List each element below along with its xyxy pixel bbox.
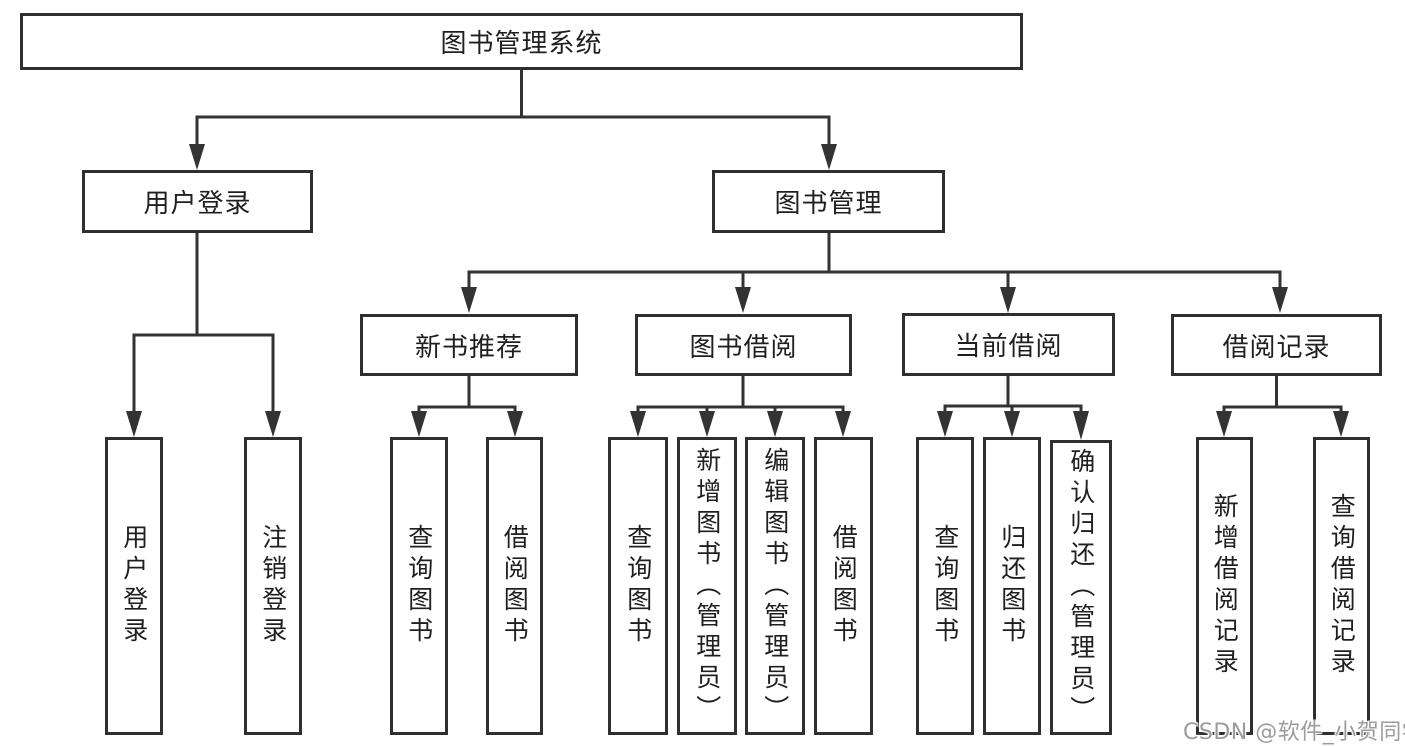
leaf-edit-book-admin-label: 编辑图书（管理员） <box>760 446 790 726</box>
connector-borrow-record-to-leaves <box>1216 376 1349 437</box>
leaf-logout-label: 注销登录 <box>258 524 288 648</box>
leaf-return-book-label: 归还图书 <box>997 524 1027 648</box>
leaf-borrow-book-newrec: 借阅图书 <box>486 437 543 735</box>
leaf-borrow-book-borrow-label: 借阅图书 <box>829 524 859 648</box>
node-book-borrow-label: 图书借阅 <box>689 332 798 363</box>
node-borrow-record: 借阅记录 <box>1171 314 1382 376</box>
leaf-query-borrow-record-label: 查询借阅记录 <box>1327 493 1357 679</box>
connector-book-mgmt-to-level3 <box>461 233 1288 313</box>
connector-new-book-rec-to-leaves <box>411 376 523 437</box>
connector-book-borrow-to-leaves <box>630 376 851 437</box>
node-new-book-rec-label: 新书推荐 <box>414 332 523 363</box>
connector-root-to-level2 <box>189 70 837 170</box>
leaf-query-book-current: 查询图书 <box>916 437 974 735</box>
leaf-borrow-book-newrec-label: 借阅图书 <box>500 524 530 648</box>
leaf-confirm-return-admin: 确认归还（管理员） <box>1050 440 1112 735</box>
leaf-add-book-admin-label: 新增图书（管理员） <box>692 446 722 726</box>
node-current-borrow: 当前借阅 <box>902 313 1115 376</box>
leaf-logout: 注销登录 <box>244 437 302 735</box>
node-new-book-rec: 新书推荐 <box>360 314 578 376</box>
node-borrow-record-label: 借阅记录 <box>1222 332 1331 363</box>
node-book-borrow: 图书借阅 <box>635 314 852 376</box>
node-book-mgmt-label: 图书管理 <box>774 189 883 219</box>
node-root: 图书管理系统 <box>20 13 1023 70</box>
connector-current-borrow-to-leaves <box>937 376 1089 440</box>
leaf-confirm-return-admin-label: 确认归还（管理员） <box>1066 448 1096 727</box>
node-user-login-label: 用户登录 <box>143 189 252 219</box>
node-current-borrow-label: 当前借阅 <box>954 332 1063 362</box>
connector-user-login-to-leaves <box>126 233 281 437</box>
leaf-add-borrow-record: 新增借阅记录 <box>1196 437 1253 735</box>
leaf-query-book-current-label: 查询图书 <box>930 524 960 648</box>
leaf-edit-book-admin: 编辑图书（管理员） <box>745 437 805 735</box>
leaf-query-book-borrow: 查询图书 <box>608 437 668 735</box>
node-user-login: 用户登录 <box>82 170 313 233</box>
leaf-add-book-admin: 新增图书（管理员） <box>677 437 737 735</box>
node-book-mgmt: 图书管理 <box>712 170 945 233</box>
leaf-user-login: 用户登录 <box>105 437 163 735</box>
leaf-user-login-label: 用户登录 <box>119 524 149 648</box>
leaf-return-book: 归还图书 <box>983 437 1041 735</box>
leaf-query-borrow-record: 查询借阅记录 <box>1313 437 1370 735</box>
leaf-add-borrow-record-label: 新增借阅记录 <box>1210 493 1240 679</box>
leaf-borrow-book-borrow: 借阅图书 <box>814 437 873 735</box>
leaf-query-book-borrow-label: 查询图书 <box>623 524 653 648</box>
leaf-query-book-newrec: 查询图书 <box>390 437 448 735</box>
node-root-label: 图书管理系统 <box>440 29 603 59</box>
leaf-query-book-newrec-label: 查询图书 <box>404 524 434 648</box>
csdn-watermark: CSDN @软件_小贺同学 <box>1183 720 1405 745</box>
